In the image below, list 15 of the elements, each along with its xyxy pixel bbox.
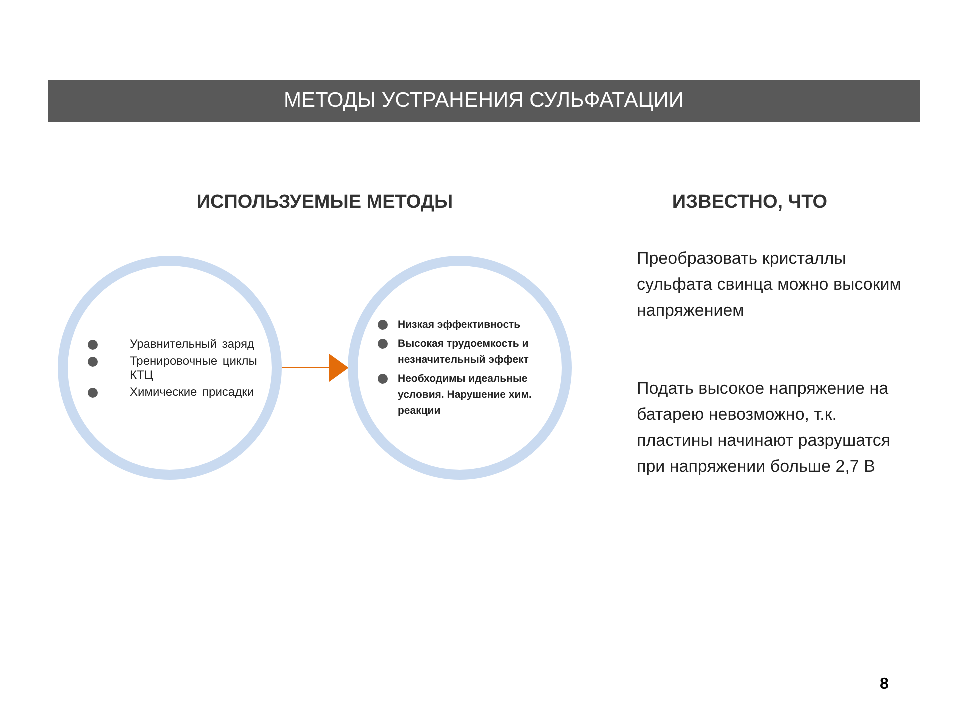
list-item: Низкая эффективность bbox=[398, 319, 521, 331]
list-item: Уравнительный заряд bbox=[130, 337, 255, 351]
arrow bbox=[282, 354, 349, 382]
list-item: Тренировочные циклы КТЦ bbox=[130, 354, 258, 382]
section-heading: ИСПОЛЬЗУЕМЫЕ МЕТОДЫ bbox=[196, 192, 454, 214]
circle-node bbox=[58, 256, 282, 480]
list-item: Необходимы идеальные условия. Нарушение хим. реакции bbox=[398, 373, 532, 417]
list-item: Высокая трудоемкость и незначительный эффект bbox=[398, 338, 529, 366]
circle-node bbox=[348, 256, 572, 480]
section-heading: ИЗВЕСТНО, ЧТО bbox=[671, 192, 829, 214]
paragraph: Преобразовать кристаллы сульфата свинца можно высоким напряжением bbox=[637, 248, 902, 322]
paragraph: Подать высокое напряжение на батарею невозможно, т.к. пластины начинают разрушатся при напряжении больше 2,7 В bbox=[637, 378, 892, 478]
list-item: Химические присадки bbox=[130, 385, 254, 399]
title-bar: МЕТОДЫ УСТРАНЕНИЯ СУЛЬФАТАЦИИ bbox=[48, 80, 920, 122]
page-number: 8 bbox=[880, 676, 889, 694]
